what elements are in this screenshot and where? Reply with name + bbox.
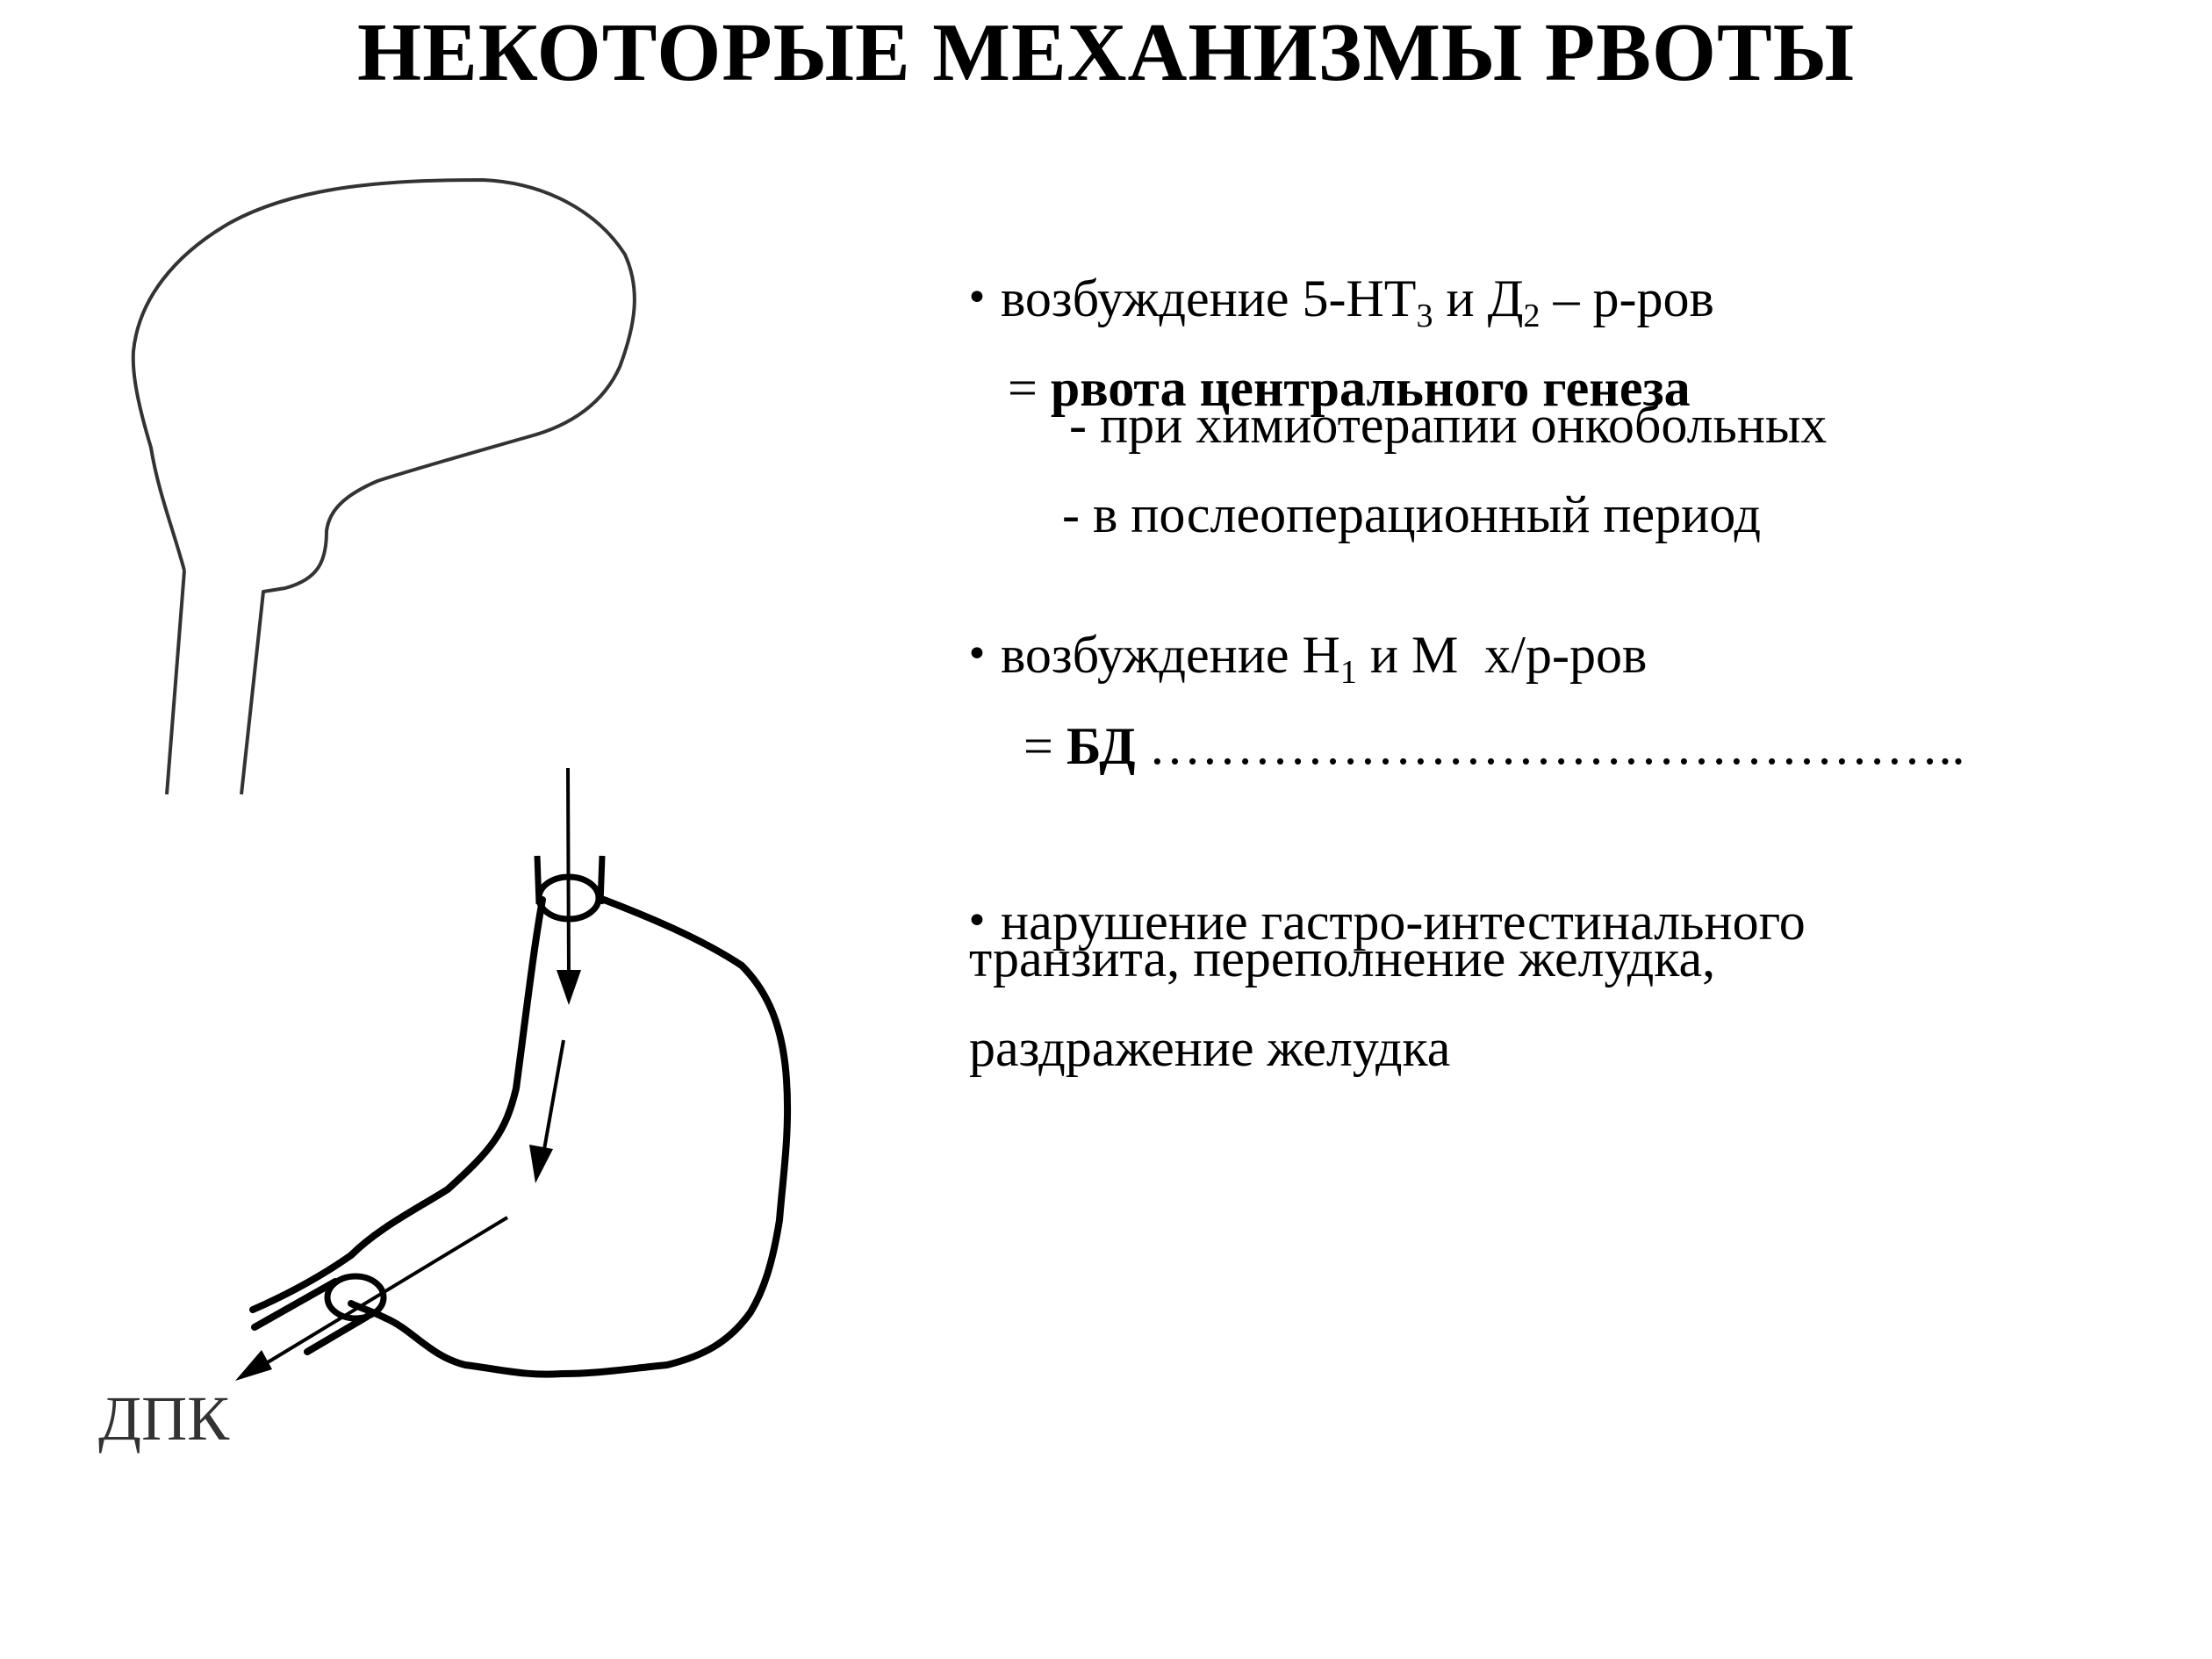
bullet-3-line-2: транзита, переполнение желудка, — [969, 930, 1716, 988]
bullet-2-line: •возбуждение H1 и М х/р-ров — [966, 626, 1648, 691]
arrow-esophagus-shaft — [566, 767, 571, 980]
bullet-marker: • — [966, 276, 988, 320]
duodenum-lower-wall — [304, 1313, 370, 1355]
bullet-1-subitem-2: - в послеоперационный период — [1062, 485, 1761, 543]
bullet-1-subitem-1: - при химиотерапии онкобольных — [1069, 396, 1828, 454]
bullet-1-line: •возбуждение 5-HT3 и Д2 – р-ров — [966, 269, 1714, 334]
bd-term: БД — [1066, 717, 1136, 775]
bullet-2-conclusion: = БД ……………………………………….. — [1023, 717, 1965, 775]
stomach-outline — [249, 896, 546, 1313]
arrow-duodenum-head — [235, 1350, 272, 1381]
bullet-marker: • — [966, 632, 988, 677]
bullet-marker: • — [966, 899, 988, 944]
pyloric-sphincter — [324, 1273, 387, 1322]
duodenum-label: ДПК — [98, 1383, 230, 1454]
arrow-stomach-head — [529, 1145, 553, 1183]
head-outline-left-neck — [165, 570, 186, 795]
duodenum-upper-wall — [251, 1278, 339, 1331]
bullet-3-line-3: раздражение желудка — [969, 1019, 1451, 1077]
stomach-outline-outer — [348, 896, 792, 1378]
arrow-stomach-shaft — [542, 1039, 565, 1155]
head-outline — [131, 178, 636, 795]
slide-title: НЕКОТОРЫЕ МЕХАНИЗМЫ РВОТЫ — [356, 7, 1856, 98]
bullet-1-conclusion: = рвота центрального генеза — [1008, 359, 1691, 417]
central-vomiting-term: рвота центрального генеза — [1050, 359, 1691, 417]
arrow-esophagus-head — [557, 970, 581, 1005]
bullet-3-line-1: •нарушение гастро-интестинального — [966, 893, 1806, 951]
arrow-duodenum-shaft — [262, 1216, 509, 1367]
